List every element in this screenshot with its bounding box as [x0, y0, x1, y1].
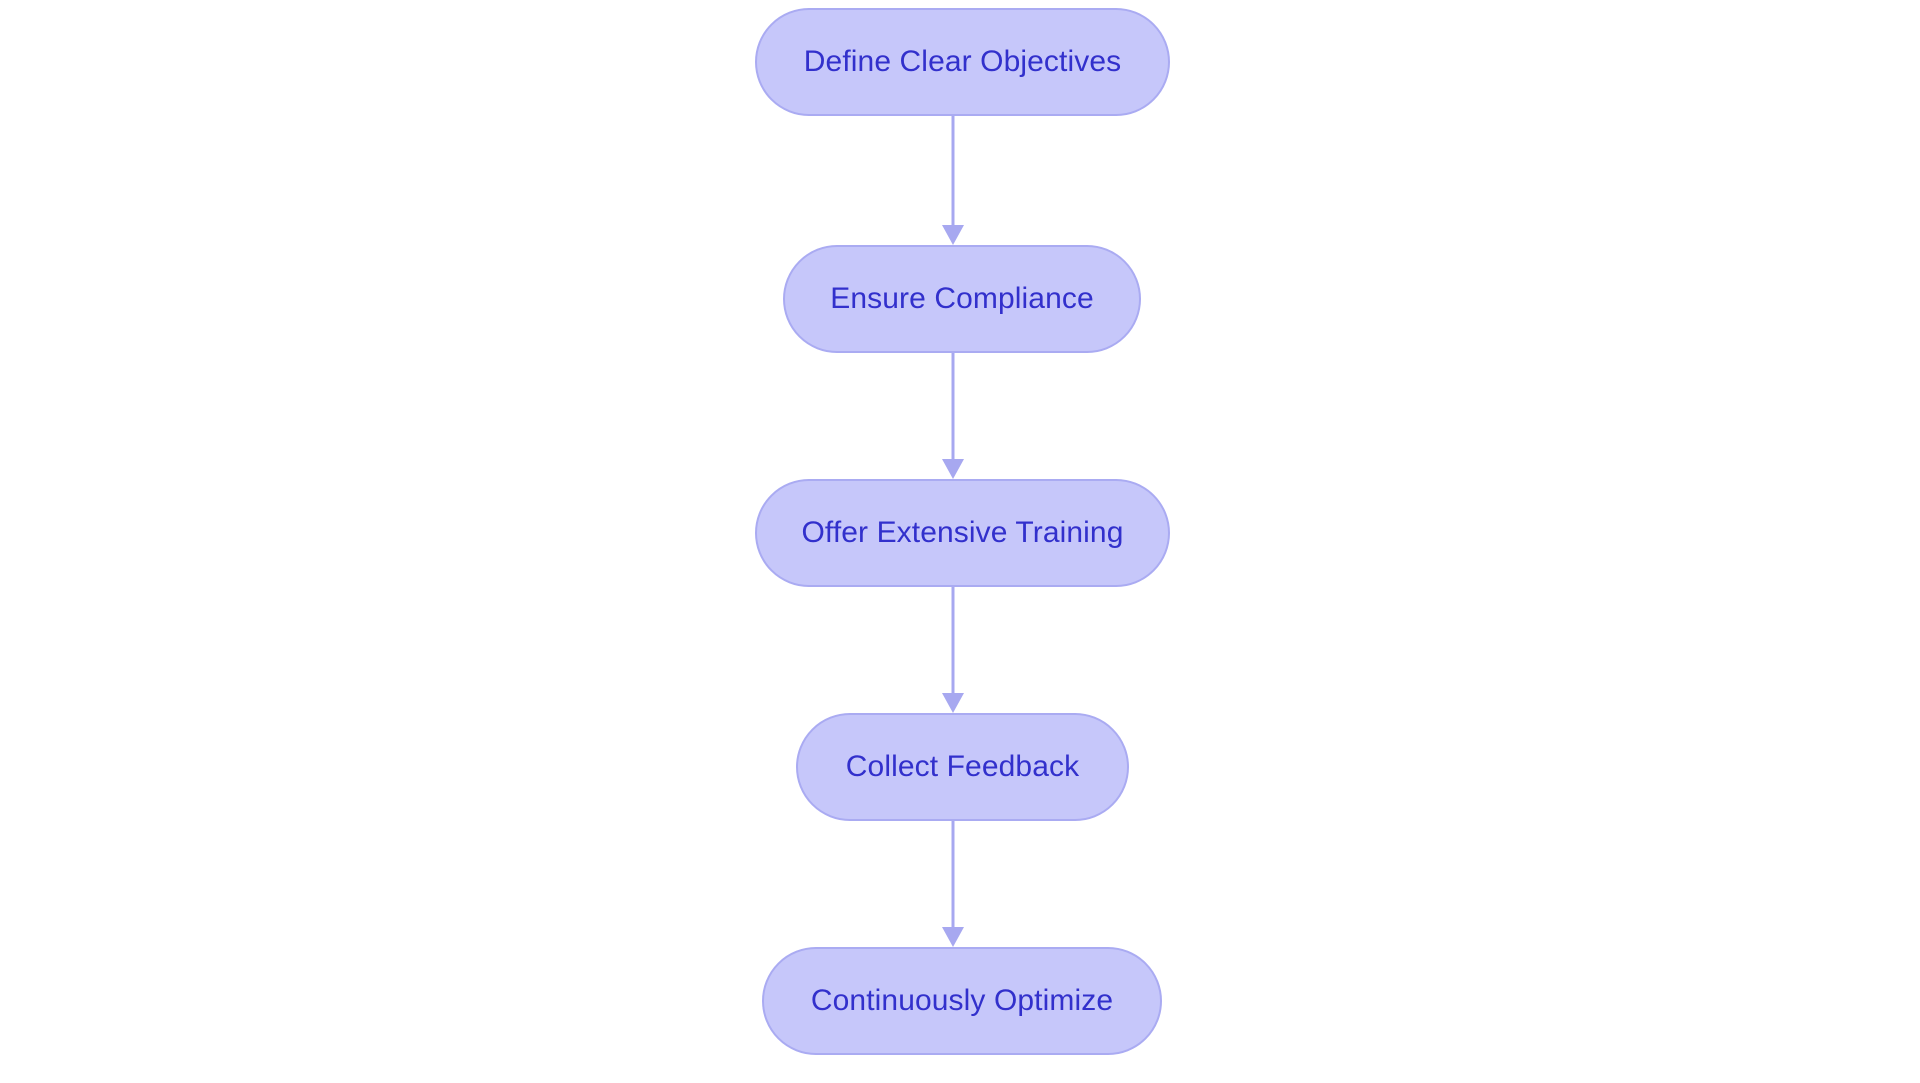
arrowhead-down-icon	[941, 927, 964, 947]
connector-line	[951, 587, 954, 695]
flow-node-label: Collect Feedback	[845, 750, 1080, 783]
flow-node-label: Ensure Compliance	[830, 282, 1094, 315]
flow-node-label: Offer Extensive Training	[801, 516, 1124, 549]
arrowhead-down-icon	[941, 225, 964, 245]
flow-node-define-clear-objectives[interactable]: Define Clear Objectives	[755, 8, 1170, 116]
connector-line	[951, 116, 954, 227]
connector-training-to-feedback	[941, 587, 965, 713]
flow-node-label: Define Clear Objectives	[803, 45, 1122, 78]
connector-define-to-ensure	[941, 116, 965, 245]
arrowhead-down-icon	[941, 459, 964, 479]
flow-node-offer-extensive-training[interactable]: Offer Extensive Training	[755, 479, 1170, 587]
connector-feedback-to-optimize	[941, 821, 965, 947]
connector-line	[951, 353, 954, 461]
connector-line	[951, 821, 954, 929]
flow-node-continuously-optimize[interactable]: Continuously Optimize	[762, 947, 1162, 1055]
arrowhead-down-icon	[941, 693, 964, 713]
connector-ensure-to-training	[941, 353, 965, 479]
flow-node-ensure-compliance[interactable]: Ensure Compliance	[783, 245, 1141, 353]
flow-node-label: Continuously Optimize	[810, 984, 1114, 1017]
flow-node-collect-feedback[interactable]: Collect Feedback	[796, 713, 1129, 821]
